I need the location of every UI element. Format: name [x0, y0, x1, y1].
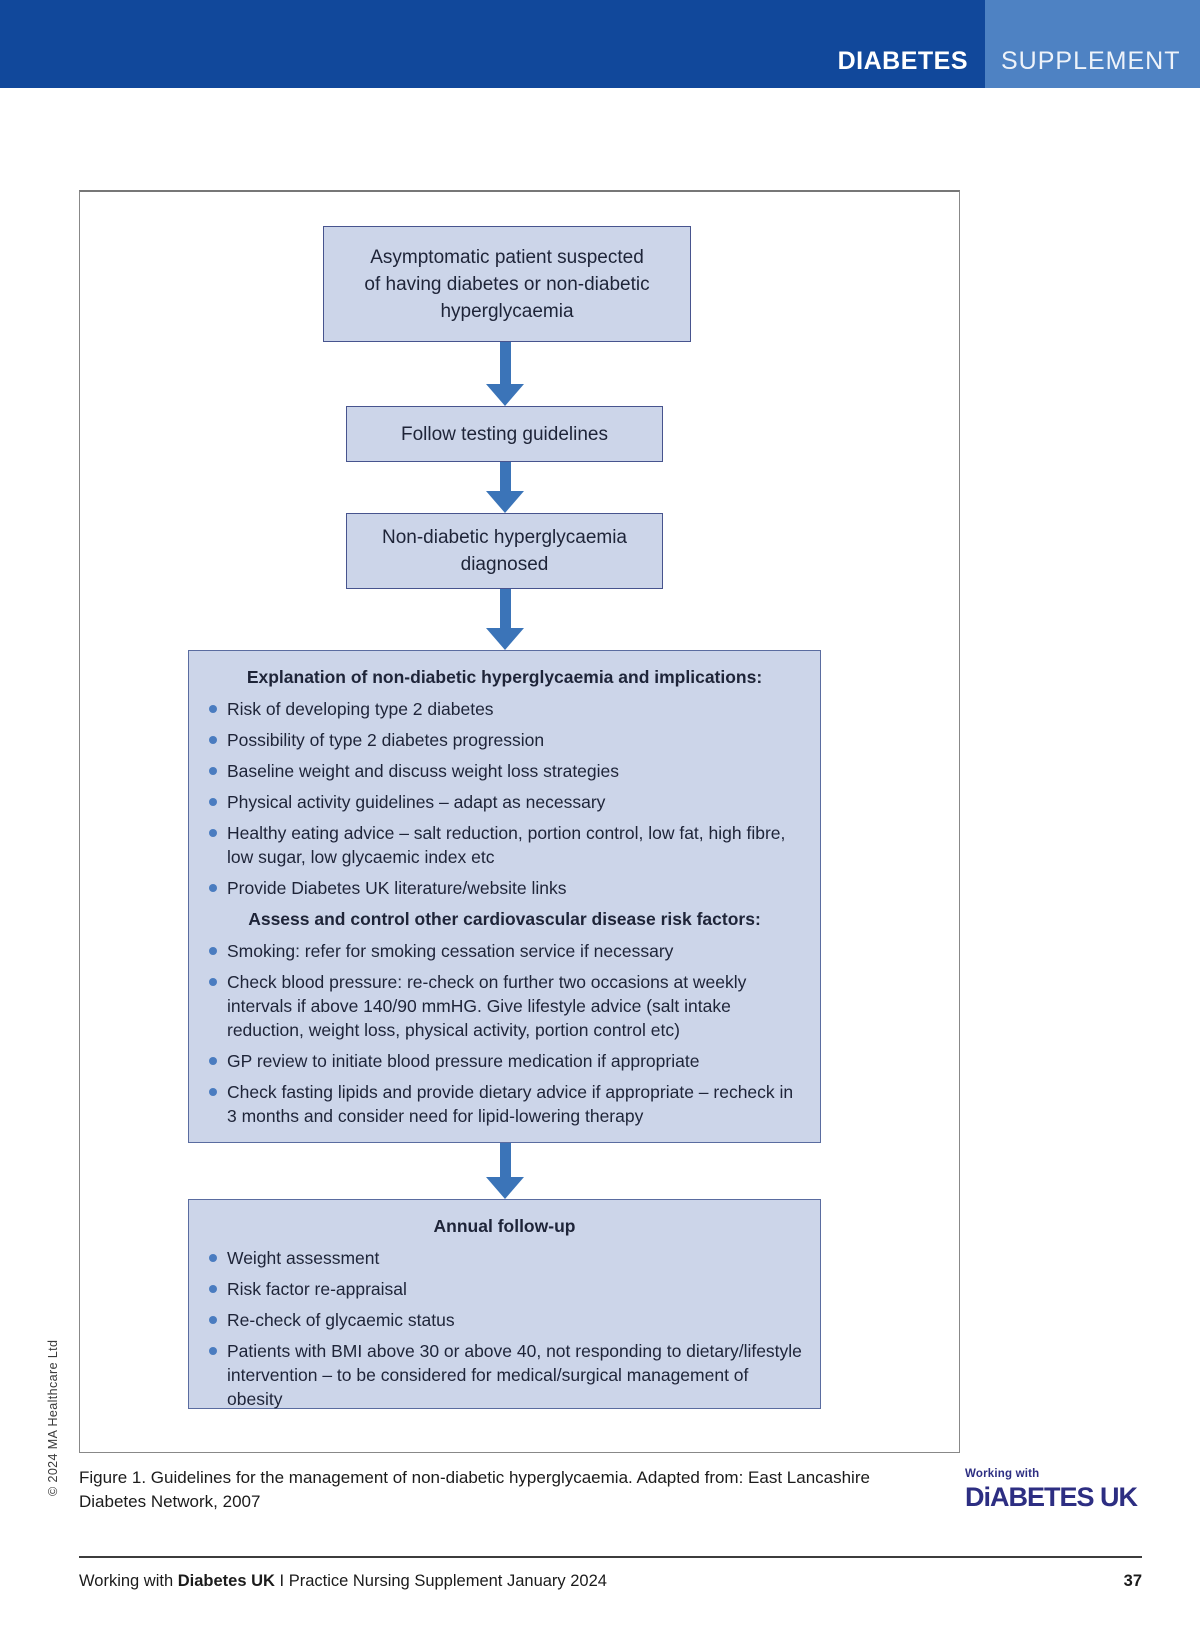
bullet-item: GP review to initiate blood pressure med… — [205, 1049, 804, 1073]
flow-box-asymptomatic-patient: Asymptomatic patient suspected of having… — [323, 226, 691, 342]
arrow-stem — [499, 462, 511, 491]
header-light-band: SUPPLEMENT — [985, 0, 1200, 88]
cvd-risk-subtitle: Assess and control other cardiovascular … — [248, 909, 761, 929]
footer-rest: I Practice Nursing Supplement January 20… — [274, 1572, 607, 1590]
arrow-head — [486, 1177, 524, 1199]
arrow-stem — [499, 589, 511, 628]
page-header: DIABETES SUPPLEMENT — [0, 0, 1200, 88]
explanation-title: Explanation of non-diabetic hyperglycaem… — [246, 667, 763, 687]
flow-box-line: Follow testing guidelines — [400, 423, 608, 445]
diabetes-uk-logo: Working with DiABETES UK — [965, 1468, 1165, 1513]
flow-box-line: hyperglycaemia — [440, 300, 574, 322]
arrow-head — [486, 491, 524, 513]
down-arrow-icon — [486, 342, 524, 406]
logo-tagline: Working with — [965, 1468, 1040, 1480]
explanation-bullet-list: Risk of developing type 2 diabetes Possi… — [205, 697, 804, 900]
header-dark-band: DIABETES — [0, 0, 985, 88]
bullet-item: Possibility of type 2 diabetes progressi… — [205, 728, 804, 752]
bullet-item: Check fasting lipids and provide dietary… — [205, 1080, 804, 1128]
bullet-item: Patients with BMI above 30 or above 40, … — [205, 1339, 804, 1411]
bullet-item: Provide Diabetes UK literature/website l… — [205, 876, 804, 900]
arrow-head — [486, 384, 524, 406]
cvd-risk-bullet-list: Smoking: refer for smoking cessation ser… — [205, 939, 804, 1128]
figure-container: Asymptomatic patient suspected of having… — [79, 190, 960, 1453]
flow-box-line: diagnosed — [460, 554, 549, 575]
bullet-item: Weight assessment — [205, 1246, 804, 1270]
footer-publication-line: Working with Diabetes UK I Practice Nurs… — [79, 1572, 607, 1591]
down-arrow-icon — [486, 589, 524, 650]
footer-brand: Diabetes UK — [177, 1572, 275, 1590]
bullet-item: Check blood pressure: re-check on furthe… — [205, 970, 804, 1042]
annual-follow-up-title: Annual follow-up — [433, 1216, 576, 1236]
copyright-vertical-text: © 2024 MA Healthcare Ltd — [46, 1339, 60, 1496]
footer-prefix: Working with — [79, 1572, 178, 1590]
bullet-item: Healthy eating advice – salt reduction, … — [205, 821, 804, 869]
arrow-stem — [499, 1143, 511, 1177]
flow-box-explanation: Explanation of non-diabetic hyperglycaem… — [188, 650, 821, 1143]
page-footer: Working with Diabetes UK I Practice Nurs… — [79, 1572, 1142, 1591]
arrow-head — [486, 628, 524, 650]
logo-wordmark: DiABETES UK — [965, 1482, 1138, 1512]
down-arrow-icon — [486, 1143, 524, 1199]
bullet-item: Re-check of glycaemic status — [205, 1308, 804, 1332]
flow-box-line: Non-diabetic hyperglycaemia — [381, 527, 627, 548]
header-section-label: SUPPLEMENT — [1001, 47, 1181, 75]
flow-box-ndh-diagnosed: Non-diabetic hyperglycaemia diagnosed — [346, 513, 663, 589]
flow-box-follow-testing: Follow testing guidelines — [346, 406, 663, 462]
bullet-item: Risk of developing type 2 diabetes — [205, 697, 804, 721]
flow-box-line: Asymptomatic patient suspected — [370, 246, 644, 268]
bullet-item: Risk factor re-appraisal — [205, 1277, 804, 1301]
flow-box-annual-follow-up: Annual follow-up Weight assessment Risk … — [188, 1199, 821, 1409]
bullet-item: Smoking: refer for smoking cessation ser… — [205, 939, 804, 963]
annual-bullet-list: Weight assessment Risk factor re-apprais… — [205, 1246, 804, 1411]
figure-caption: Figure 1. Guidelines for the management … — [79, 1468, 870, 1511]
down-arrow-icon — [486, 462, 524, 513]
header-brand-label: DIABETES — [837, 47, 968, 75]
flow-box-line: of having diabetes or non-diabetic — [364, 273, 650, 295]
bullet-item: Physical activity guidelines – adapt as … — [205, 790, 804, 814]
page-number: 37 — [1123, 1572, 1142, 1590]
arrow-stem — [499, 342, 511, 384]
footer-divider — [79, 1556, 1142, 1558]
bullet-item: Baseline weight and discuss weight loss … — [205, 759, 804, 783]
